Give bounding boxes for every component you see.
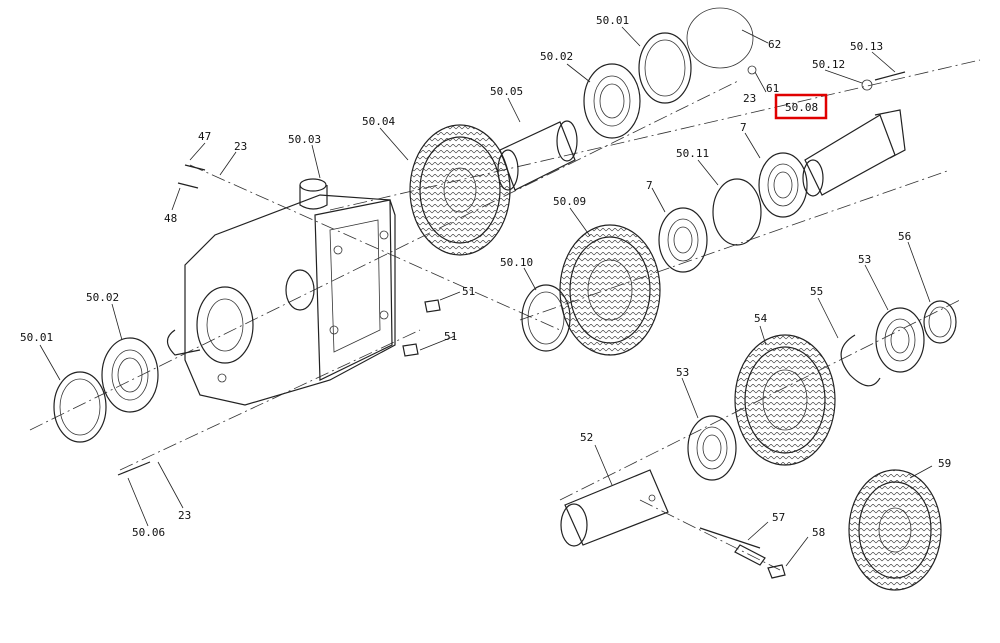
- shaft-50-08-part: [802, 109, 906, 197]
- gear-54: [734, 334, 836, 466]
- ring-parts: [53, 7, 957, 443]
- label-50-01-top: 50.01: [596, 14, 629, 27]
- label-23-bottom: 23: [178, 509, 191, 522]
- gear-50-04: [409, 124, 511, 256]
- label-55: 55: [810, 285, 823, 298]
- label-51-top: 51: [462, 285, 475, 298]
- label-56: 56: [898, 230, 911, 243]
- highlight-box-50-08: [774, 93, 828, 120]
- gear-parts: [409, 124, 942, 591]
- label-52: 52: [580, 431, 593, 444]
- spline-shaft-part: [497, 120, 578, 191]
- bearing-53-bottom: [687, 415, 737, 481]
- fastener-parts: [117, 65, 906, 579]
- bearing-50-02-top: [583, 63, 641, 139]
- label-50-06: 50.06: [132, 526, 165, 539]
- label-50-02-top: 50.02: [540, 50, 573, 63]
- label-61: 61: [766, 82, 779, 95]
- label-50-05: 50.05: [490, 85, 523, 98]
- label-7-mid: 7: [646, 179, 653, 192]
- bearing-53-top: [875, 307, 925, 373]
- bearing-7-mid: [658, 207, 708, 273]
- label-50-08: 50.08: [785, 101, 818, 114]
- label-50-10: 50.10: [500, 256, 533, 269]
- label-57: 57: [772, 511, 785, 524]
- label-7-top: 7: [740, 121, 747, 134]
- gear-50-09: [559, 224, 661, 356]
- label-51-bottom: 51: [444, 330, 457, 343]
- label-50-12: 50.12: [812, 58, 845, 71]
- bearing-50-02-left: [101, 337, 159, 413]
- label-53-top: 53: [858, 253, 871, 266]
- bearing-parts: [101, 63, 925, 481]
- label-48: 48: [164, 212, 177, 225]
- shaft-52-part: [560, 469, 669, 547]
- housing-part: [166, 178, 396, 406]
- label-54: 54: [754, 312, 768, 325]
- label-50-04: 50.04: [362, 115, 395, 128]
- label-23-left: 23: [234, 140, 247, 153]
- label-62: 62: [768, 38, 781, 51]
- label-47: 47: [198, 130, 211, 143]
- label-23-top: 23: [743, 92, 756, 105]
- label-58: 58: [812, 526, 825, 539]
- label-59: 59: [938, 457, 951, 470]
- part-labels: 50.01 62 50.13 50.02 50.12 61 50.05 23 5…: [20, 14, 951, 539]
- leader-lines: [39, 26, 933, 567]
- label-50-09: 50.09: [553, 195, 586, 208]
- gear-59: [848, 469, 942, 591]
- label-50-11: 50.11: [676, 147, 709, 160]
- label-50-03: 50.03: [288, 133, 321, 146]
- label-50-01-left: 50.01: [20, 331, 53, 344]
- bearing-7-top: [758, 152, 808, 218]
- label-50-02-left: 50.02: [86, 291, 119, 304]
- label-53-bottom: 53: [676, 366, 689, 379]
- assembly-axes: [29, 59, 981, 571]
- label-50-13: 50.13: [850, 40, 883, 53]
